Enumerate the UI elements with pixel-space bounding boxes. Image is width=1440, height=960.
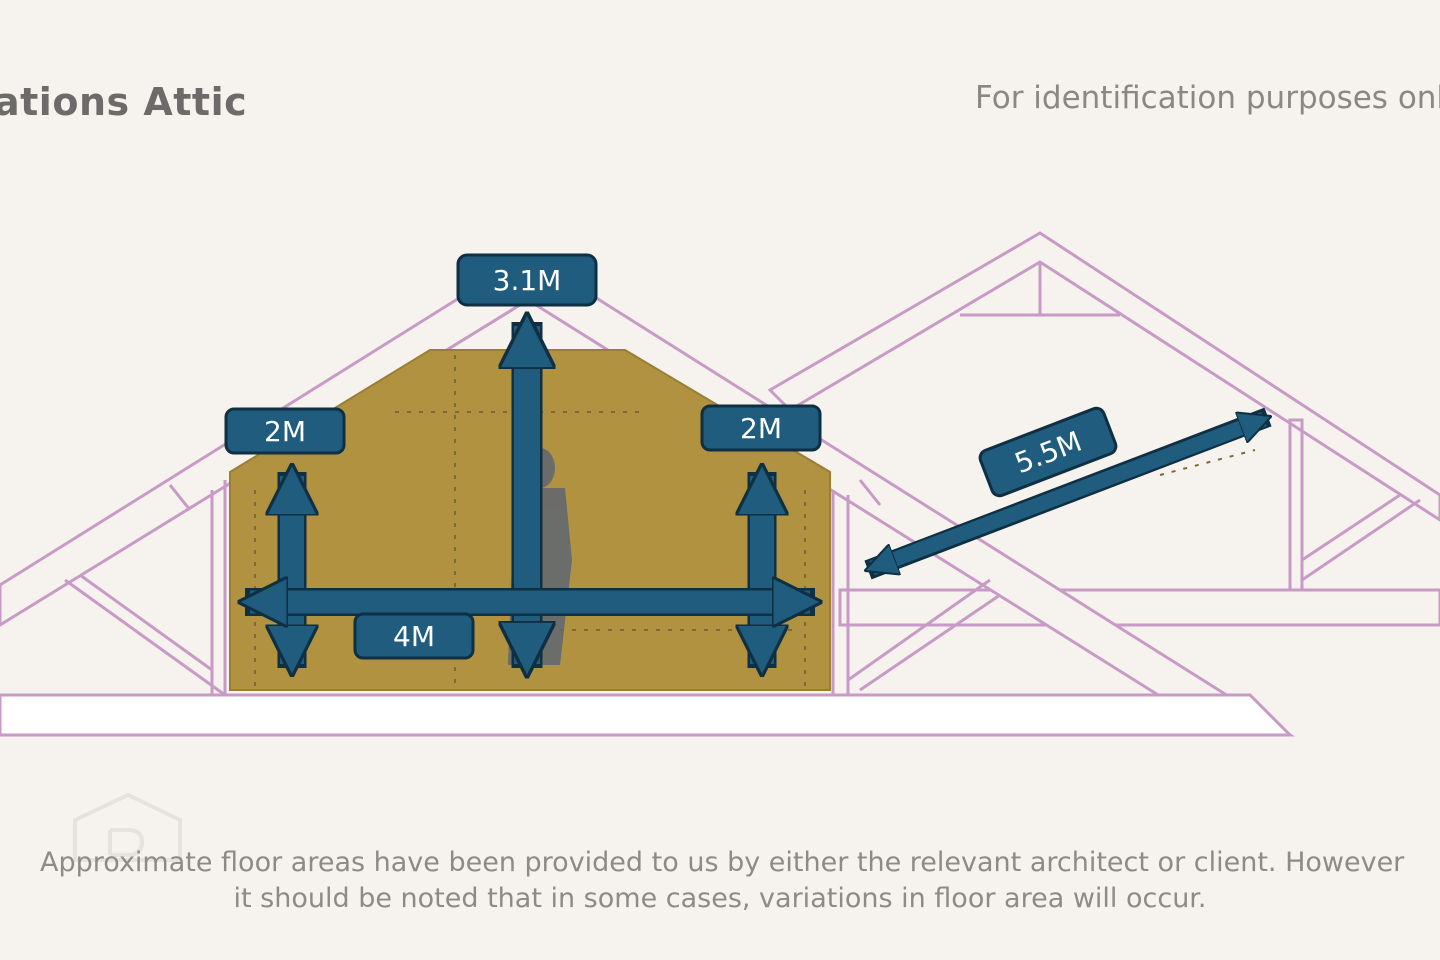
floor-area-disclaimer: Approximate floor areas have been provid… — [40, 845, 1405, 917]
dimension-arrows — [245, 322, 1268, 668]
disclaimer-text: For identification purposes onl — [975, 80, 1440, 116]
note-line-1: Approximate floor areas have been provid… — [40, 847, 1405, 878]
note-line-2: it should be noted that in some cases, v… — [233, 883, 1207, 914]
page-title: ations Attic — [0, 80, 248, 124]
label-width: 4M — [353, 612, 475, 660]
label-text: 2M — [740, 412, 782, 445]
label-text: 3.1M — [493, 264, 562, 297]
watermark-logo — [73, 792, 182, 862]
label-text: 2M — [264, 415, 306, 448]
label-text: 4M — [393, 620, 435, 653]
label-right-height: 2M — [700, 404, 822, 452]
label-center-height: 3.1M — [456, 253, 598, 307]
label-left-height: 2M — [224, 407, 346, 455]
